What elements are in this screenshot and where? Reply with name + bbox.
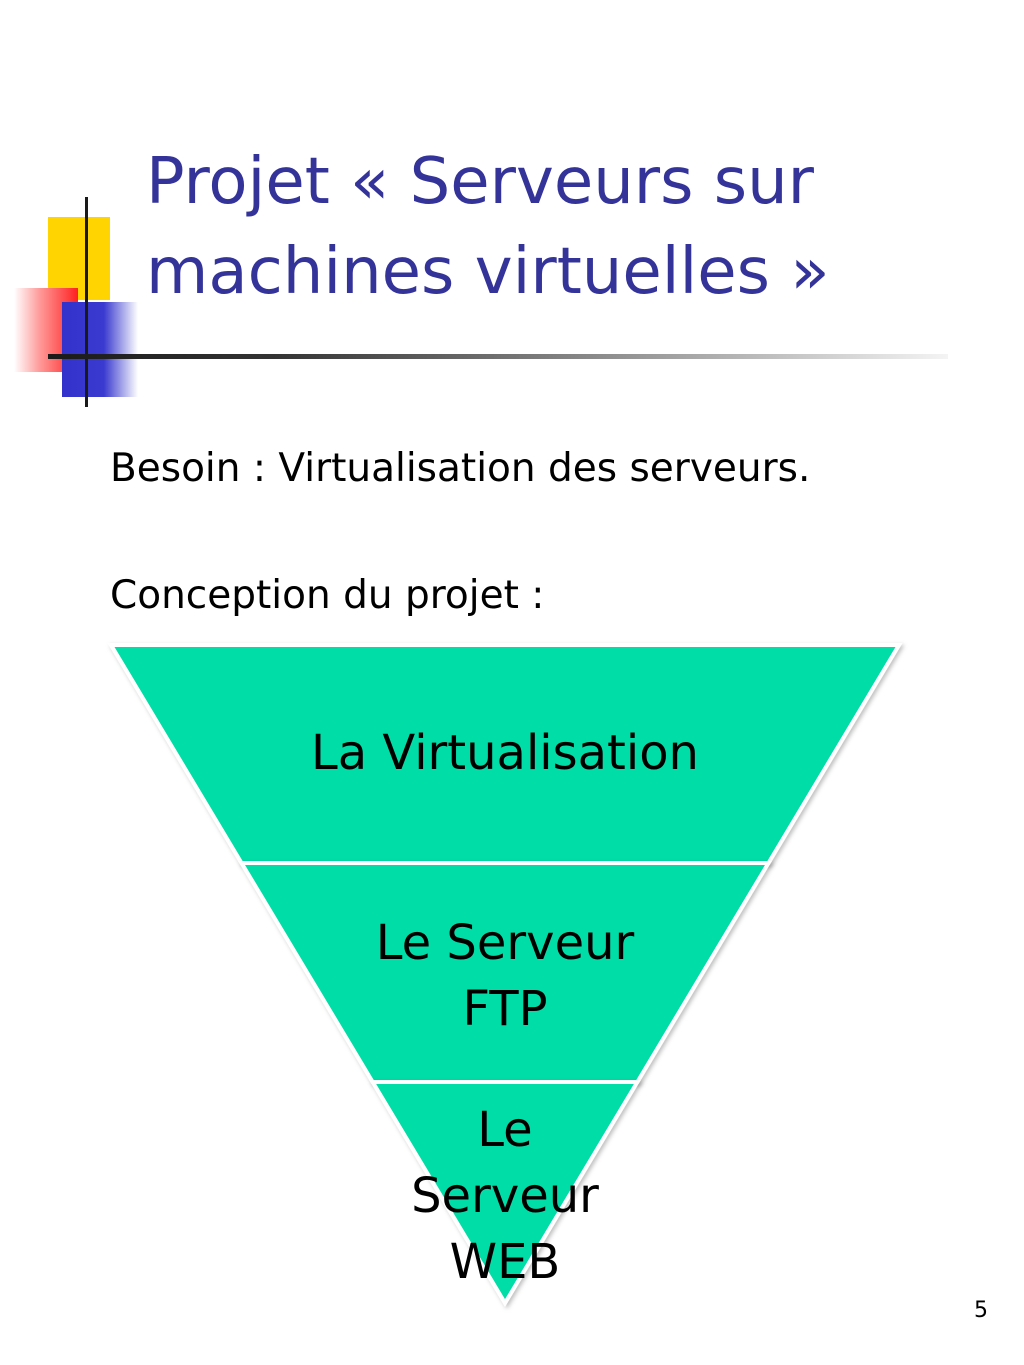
decor-yellow-square [48,217,110,300]
pyramid-tier-label-line: Serveur [411,1168,599,1224]
decor-blue-square [62,302,138,397]
pyramid-tier-label-line: Le [477,1102,532,1158]
body-text-need: Besoin : Virtualisation des serveurs. [110,446,811,491]
slide-title-line: Projet « Serveurs sur [146,145,814,219]
pyramid-tier-1-label: La Virtualisation [311,725,699,781]
body-text-design: Conception du projet : [110,573,545,618]
title-underline [48,354,948,359]
page-number: 5 [974,1298,988,1323]
decor-vertical-rule [85,197,88,407]
pyramid-tier-label-line: FTP [462,981,547,1037]
slide-title-line: machines virtuelles » [146,235,830,309]
slide-title: Projet « Serveurs sur machines virtuelle… [146,137,1006,317]
pyramid-tier-3 [369,1080,641,1307]
pyramid-tier-label-line: La Virtualisation [311,725,699,781]
pyramid-tier-label-line: WEB [450,1234,561,1290]
pyramid-tier-label-line: Le Serveur [376,915,635,971]
pyramid-tier-2 [238,861,772,1084]
